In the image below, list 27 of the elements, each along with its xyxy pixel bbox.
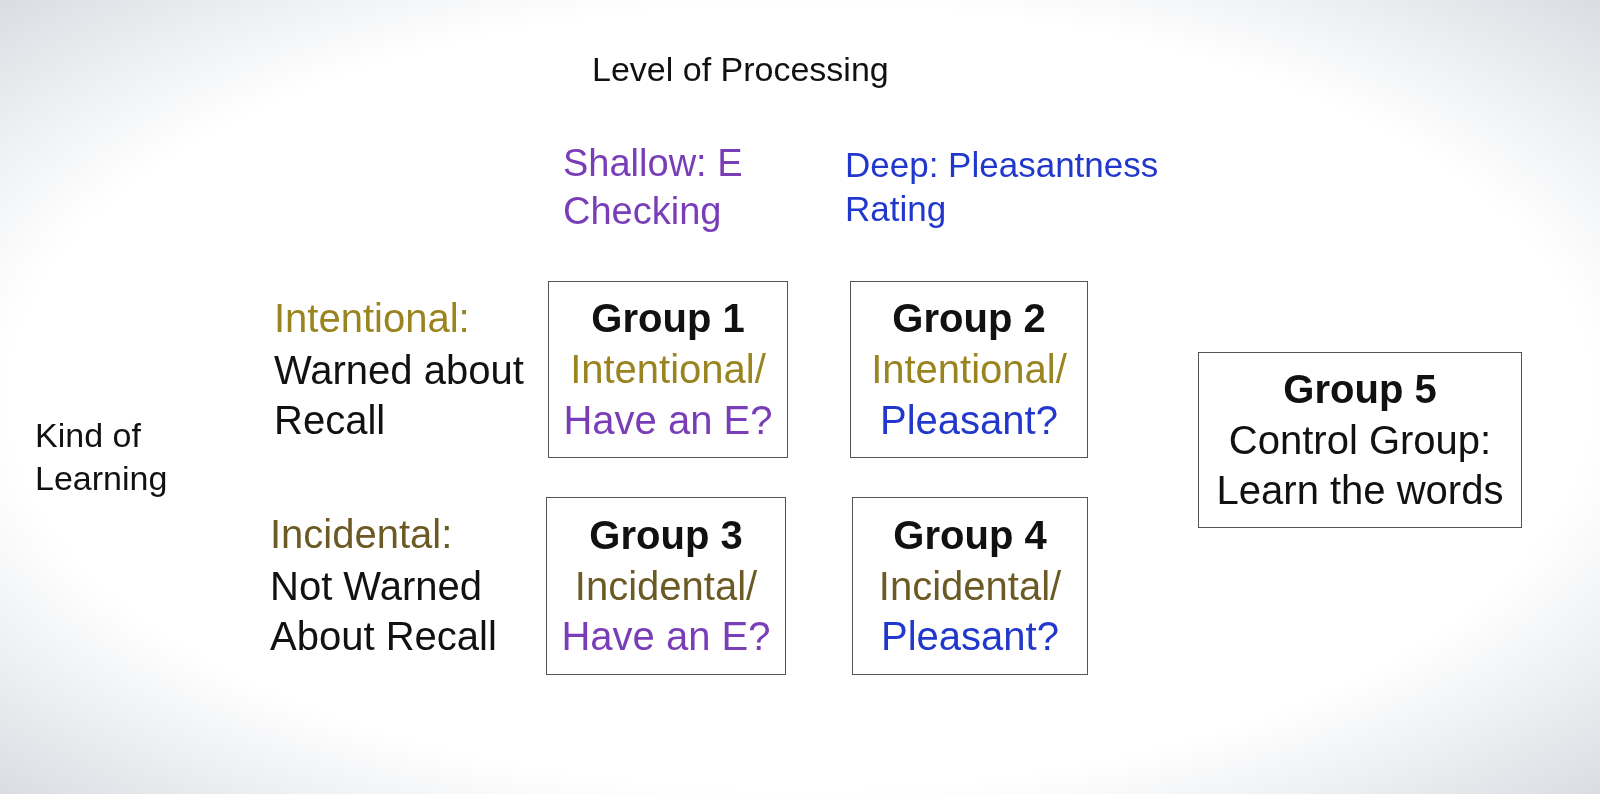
group-box <box>1198 352 1522 528</box>
condition-text: Pleasant? <box>880 396 1058 444</box>
axis-title: Level of Processing <box>592 49 890 90</box>
row-heading: Incidental: <box>270 511 454 558</box>
group-box <box>546 497 786 675</box>
condition-text: Control Group: Learn the words <box>1215 416 1505 515</box>
group-title: Group 3 <box>589 511 743 559</box>
group-title: Group 4 <box>893 511 1047 559</box>
group-title: Group 2 <box>892 295 1046 343</box>
group-box <box>852 497 1088 675</box>
column-heading: Deep: Pleasantness Rating <box>845 144 1160 230</box>
condition-text: Have an E? <box>563 396 773 444</box>
row-description: Warned about Recall <box>274 347 525 444</box>
condition-text: Incidental/ <box>878 562 1062 610</box>
group-title: Group 5 <box>1283 365 1437 413</box>
condition-text: Have an E? <box>561 613 771 661</box>
condition-text: Pleasant? <box>881 613 1059 661</box>
row-heading: Intentional: <box>274 295 471 342</box>
condition-text: Intentional/ <box>570 346 766 394</box>
group-box <box>850 281 1088 458</box>
column-heading: Shallow: E Checking <box>563 141 744 234</box>
condition-text: Intentional/ <box>871 346 1067 394</box>
condition-text: Incidental/ <box>574 562 758 610</box>
group-title: Group 1 <box>591 295 745 343</box>
group-box <box>548 281 788 458</box>
row-description: Not Warned About Recall <box>270 563 498 660</box>
axis-title: Kind of Learning <box>35 415 169 499</box>
